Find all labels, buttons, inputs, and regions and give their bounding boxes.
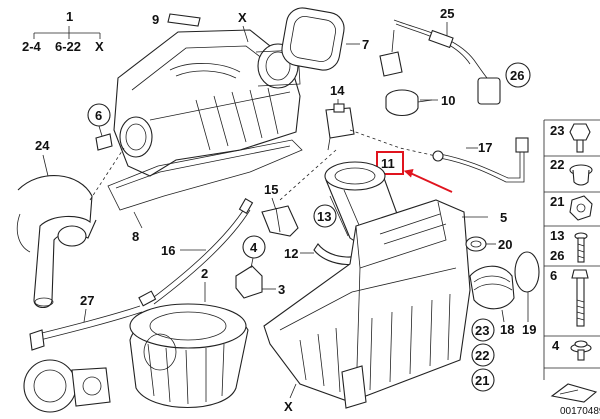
callout-7: 7 xyxy=(362,37,369,52)
orientation-arrow-icon xyxy=(550,383,598,403)
vent-hose: 27 xyxy=(29,293,143,351)
assembly-subitem-b: 6-22 xyxy=(55,39,81,54)
callout-20: 20 xyxy=(498,237,512,252)
rubber-grommet: 20 xyxy=(465,236,512,252)
callout-circle-26: 26 xyxy=(505,62,531,88)
wiring-harness: 25 xyxy=(379,6,501,105)
highlighted-part-11: 11 xyxy=(376,151,453,193)
throttle-body xyxy=(23,359,111,413)
callout-10: 10 xyxy=(441,93,455,108)
housing-gasket: 8 xyxy=(107,139,303,244)
seal-ring: 19 xyxy=(514,251,540,337)
legend-number-26: 26 xyxy=(550,248,564,263)
long-bolt-icon xyxy=(571,269,589,327)
legend-number-4: 4 xyxy=(552,338,560,353)
seal-strip: 9 xyxy=(152,12,201,27)
image-id: 00170489 xyxy=(560,406,600,417)
callout-17: 17 xyxy=(478,140,492,155)
callout-14: 14 xyxy=(330,83,345,98)
callout-26: 26 xyxy=(510,68,524,83)
callout-21: 21 xyxy=(475,373,489,388)
callout-circle-4: 4 xyxy=(242,235,266,269)
legend-number-13: 13 xyxy=(550,228,564,243)
callout-6: 6 xyxy=(95,108,102,123)
resonator-cap: 10 xyxy=(385,89,455,117)
legend-number-21: 21 xyxy=(550,194,564,209)
grommet-icon xyxy=(569,164,593,186)
callout-18: 18 xyxy=(500,322,514,337)
callout-24: 24 xyxy=(35,138,50,153)
air-mass-sensor: 14 xyxy=(325,83,355,151)
intake-opening xyxy=(119,116,153,158)
callout-3: 3 xyxy=(278,282,285,297)
callout-27: 27 xyxy=(80,293,94,308)
callout-5: 5 xyxy=(500,210,507,225)
callout-circle-22: 22 xyxy=(471,343,495,367)
assembly-subitem-c: X xyxy=(95,39,104,54)
callout-12: 12 xyxy=(284,246,298,261)
callout-13: 13 xyxy=(317,209,331,224)
callout-11: 11 xyxy=(381,156,395,171)
assembly-header: 1 2-4 6-22 X xyxy=(22,9,104,54)
retaining-clip: 3 xyxy=(235,265,285,299)
legend-number-22: 22 xyxy=(550,157,564,172)
vent-pipe: 16 xyxy=(138,198,254,307)
callout-4: 4 xyxy=(250,240,258,255)
legend-number-6: 6 xyxy=(550,268,557,283)
highlight-box xyxy=(376,151,404,175)
callout-9: 9 xyxy=(152,12,159,27)
screw-icon xyxy=(574,232,588,263)
air-filter-housing-top xyxy=(113,29,301,177)
intake-elbow-duct: 24 xyxy=(16,138,97,309)
assembly-number: 1 xyxy=(66,9,73,24)
hex-bolt-icon xyxy=(569,123,591,153)
callout-23: 23 xyxy=(475,323,489,338)
assembly-subitem-a: 2-4 xyxy=(22,39,42,54)
callout-2: 2 xyxy=(201,266,208,281)
rubber-gasket-ring: 7 xyxy=(281,7,369,71)
callout-15: 15 xyxy=(264,182,278,197)
fastener-legend: 23 22 21 13 26 6 xyxy=(543,119,600,403)
arrow-head-icon xyxy=(403,168,414,178)
callout-8: 8 xyxy=(132,229,139,244)
legend-number-23: 23 xyxy=(550,123,564,138)
outlet-boot: 18 xyxy=(469,265,515,337)
washer-screw-icon xyxy=(570,340,592,361)
air-filter-housing-bottom: 5 xyxy=(263,199,507,409)
callout-x-top: X xyxy=(238,10,247,25)
filter-element: 2 xyxy=(129,266,249,409)
callout-22: 22 xyxy=(475,348,489,363)
callout-19: 19 xyxy=(522,322,536,337)
clip-nut-icon xyxy=(569,195,593,221)
callout-16: 16 xyxy=(161,243,175,258)
callout-circle-13: 13 xyxy=(313,204,337,228)
sensor-line: 17 xyxy=(432,137,529,183)
callout-circle-6: 6 xyxy=(87,103,113,151)
mounting-bracket: 15 xyxy=(261,182,299,237)
callout-x-bottom: X xyxy=(284,399,293,414)
callout-circle-23: 23 xyxy=(471,318,495,342)
callout-25: 25 xyxy=(440,6,454,21)
callout-circle-21: 21 xyxy=(471,368,495,392)
